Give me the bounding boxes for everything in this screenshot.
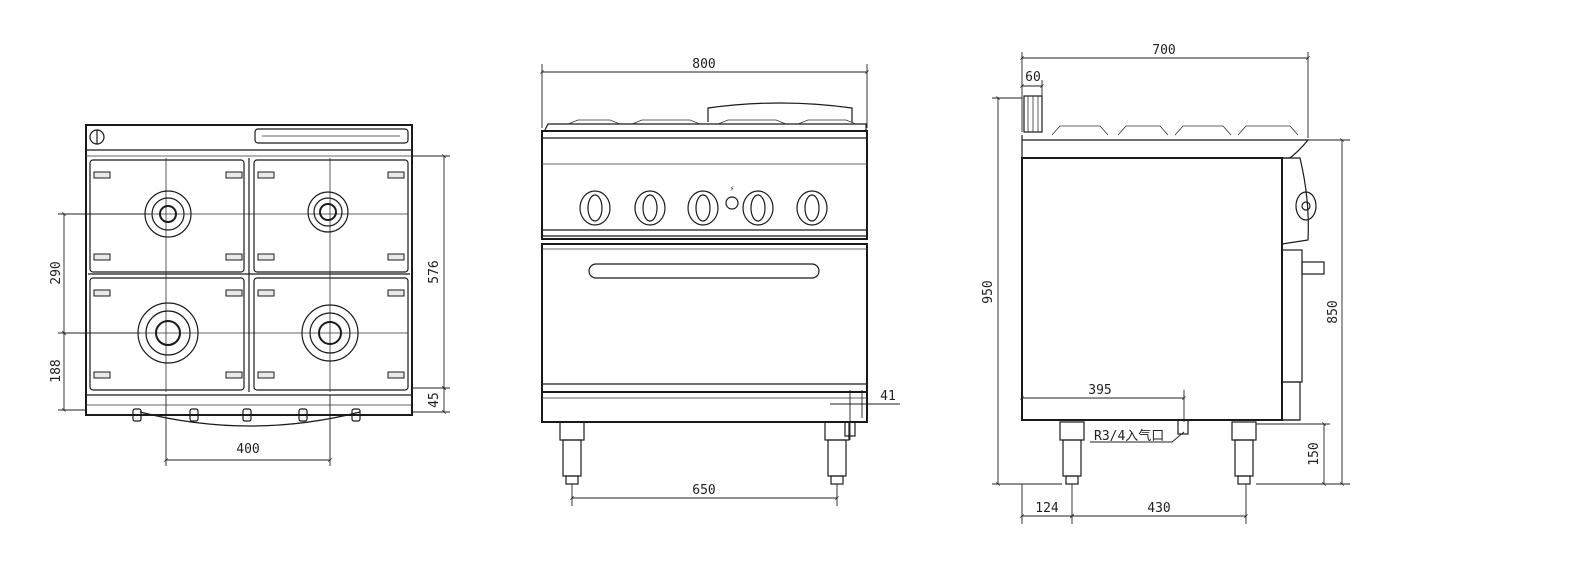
- pan-support: [707, 102, 853, 122]
- oven-door-handle[interactable]: [588, 263, 820, 279]
- side-control-panel: [1281, 157, 1309, 245]
- front-offset-label: 45: [427, 392, 442, 408]
- front-view-dimensions: [540, 64, 900, 506]
- knob-5-icon[interactable]: [796, 190, 828, 226]
- gas-inlet-note: R3/4入气口: [1094, 428, 1164, 444]
- top-view: 400 576 290 188 45: [49, 124, 450, 466]
- back-offset-label: 60: [1025, 70, 1041, 85]
- overall-depth-label: 700: [1152, 43, 1175, 58]
- side-door: [1281, 249, 1303, 383]
- knob-4-icon[interactable]: [742, 190, 774, 226]
- svg-text:⚡: ⚡: [730, 185, 735, 193]
- side-body: [1021, 157, 1283, 421]
- ignition-button-icon[interactable]: ⚡: [725, 185, 739, 210]
- top-view-body: [85, 124, 413, 416]
- side-knob-icon[interactable]: [1295, 191, 1317, 221]
- knob-1-icon[interactable]: [579, 190, 611, 226]
- top-view-grates: [88, 158, 410, 392]
- front-view: ⚡: [540, 57, 900, 506]
- gas-inlet-offset-label: 41: [880, 389, 896, 404]
- overall-height-label: 950: [981, 280, 996, 303]
- side-leg-spacing-label: 430: [1147, 501, 1170, 516]
- side-door-handle: [1301, 261, 1325, 275]
- burner-rear-right-icon: [307, 191, 349, 233]
- top-width-label: 400: [236, 442, 259, 457]
- burner-front-right-icon: [301, 304, 359, 362]
- gas-inlet-distance-label: 395: [1088, 383, 1111, 398]
- front-leg-left: [559, 421, 585, 485]
- side-worktop: [1021, 135, 1310, 159]
- knob-3-icon[interactable]: [687, 190, 719, 226]
- side-leg-front: [1059, 421, 1085, 485]
- control-panel: [541, 130, 868, 240]
- flue-vent: [254, 128, 409, 144]
- side-gas-inlet: [1177, 419, 1189, 435]
- top-view-dimensions: [58, 154, 450, 466]
- top-depth-label: 576: [427, 260, 442, 283]
- leg-spacing-label: 650: [692, 483, 715, 498]
- leg-height-label: 150: [1307, 442, 1322, 465]
- front-base: [541, 391, 868, 423]
- side-view-dimensions: [992, 52, 1350, 524]
- side-view: 700 60 950 850 395 R3/4入气口 150 124 430: [981, 43, 1350, 524]
- leg-front-offset-label: 124: [1035, 501, 1059, 516]
- knob-rail: [139, 411, 361, 427]
- knob-2-icon[interactable]: [634, 190, 666, 226]
- burner-offset-label: 188: [49, 359, 64, 382]
- side-leg-back: [1231, 421, 1257, 485]
- burner-spacing-label: 290: [49, 261, 64, 284]
- overall-width-label: 800: [692, 57, 715, 72]
- worktop-height-label: 850: [1326, 300, 1341, 323]
